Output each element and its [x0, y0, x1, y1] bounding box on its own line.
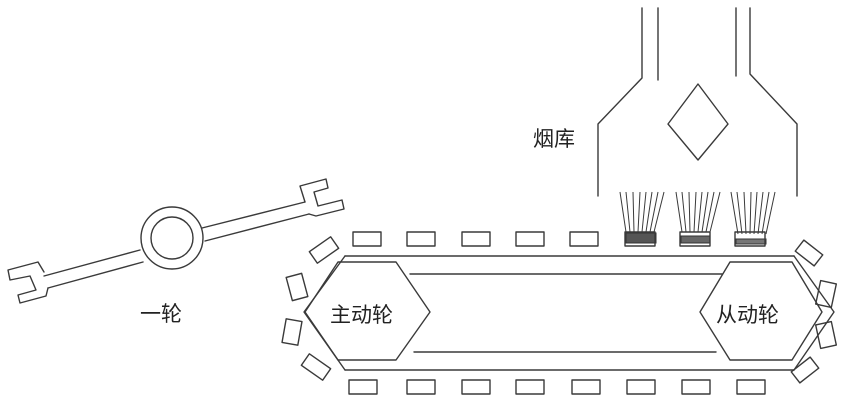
cigarette-bundle-2	[675, 191, 721, 244]
belt-slots-right	[790, 239, 838, 384]
belt-slots-left	[281, 236, 340, 381]
drive-wheel	[304, 261, 431, 361]
driven-wheel	[699, 261, 823, 361]
conveyor-belt	[303, 255, 835, 371]
first-wheel-arm	[7, 178, 345, 304]
drive-wheel-label: 主动轮	[330, 303, 393, 327]
cigarette-bundle-3	[730, 191, 776, 245]
cigarette-bundle-1	[619, 191, 665, 244]
belt-slots-top	[352, 231, 766, 247]
driven-wheel-label: 从动轮	[716, 303, 779, 327]
belt-slots-bottom	[348, 379, 766, 395]
first-wheel-label: 一轮	[140, 302, 182, 326]
storage-label: 烟库	[533, 127, 575, 151]
storage-hopper	[597, 7, 798, 197]
